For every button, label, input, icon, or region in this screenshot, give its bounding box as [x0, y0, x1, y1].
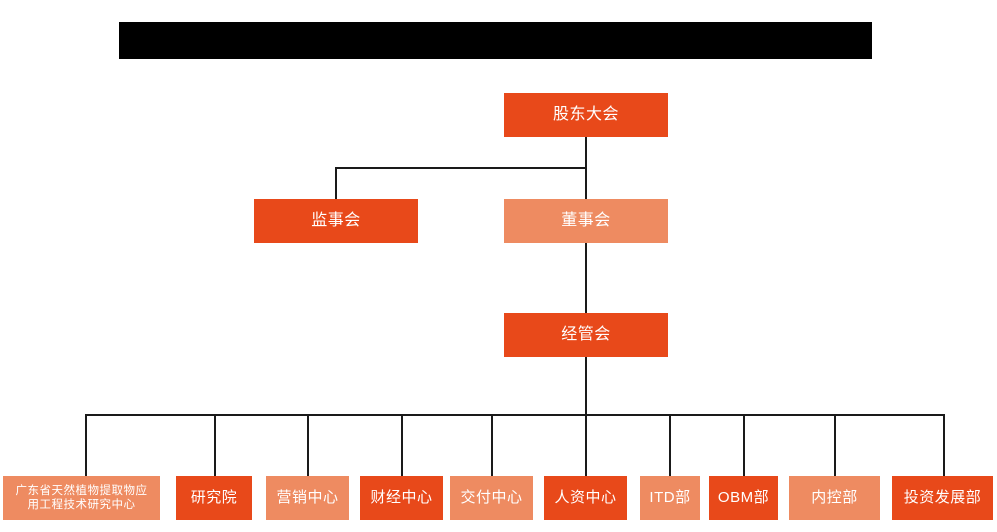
- connector-to-delivery-center: [491, 414, 493, 476]
- node-label: 经管会: [561, 326, 611, 343]
- connector-to-research-center: [85, 414, 87, 476]
- node-label-line1: 广东省天然植物提取物应: [15, 484, 148, 497]
- node-label: 董事会: [561, 212, 611, 229]
- connector-level4-bus: [85, 414, 944, 416]
- node-board-of-directors[interactable]: 董事会: [504, 199, 668, 243]
- node-label: OBM部: [717, 488, 770, 506]
- node-hr-center[interactable]: 人资中心: [544, 476, 627, 520]
- node-shareholders-meeting[interactable]: 股东大会: [504, 93, 668, 137]
- node-label: 投资发展部: [903, 488, 982, 506]
- node-board-of-supervisors[interactable]: 监事会: [254, 199, 418, 243]
- connector-to-hr-center: [585, 414, 587, 476]
- connector-directors-to-management: [585, 243, 587, 313]
- connector-level2-bus: [335, 167, 586, 169]
- node-research-institute[interactable]: 研究院: [176, 476, 252, 520]
- node-marketing-center[interactable]: 营销中心: [266, 476, 349, 520]
- node-label: 财经中心: [370, 488, 433, 506]
- node-label-line2: 用工程技术研究中心: [27, 499, 136, 511]
- connector-to-marketing-center: [307, 414, 309, 476]
- node-label: 内控部: [811, 488, 858, 506]
- node-research-center[interactable]: 广东省天然植物提取物应 用工程技术研究中心: [3, 476, 160, 520]
- connector-to-research-institute: [214, 414, 216, 476]
- connector-to-internal-control-dept: [834, 414, 836, 476]
- node-label-multiline: 广东省天然植物提取物应 用工程技术研究中心: [12, 484, 152, 513]
- connector-to-supervisors: [335, 167, 337, 199]
- node-label: ITD部: [649, 488, 691, 506]
- node-label: 股东大会: [552, 106, 619, 123]
- connector-to-directors: [585, 167, 587, 199]
- node-label: 监事会: [311, 212, 361, 229]
- node-finance-center[interactable]: 财经中心: [360, 476, 443, 520]
- node-investment-dev-dept[interactable]: 投资发展部: [892, 476, 993, 520]
- node-label: 交付中心: [460, 488, 523, 506]
- node-management-committee[interactable]: 经管会: [504, 313, 668, 357]
- connector-to-itd-dept: [669, 414, 671, 476]
- connector-to-obm-dept: [743, 414, 745, 476]
- node-label: 人资中心: [554, 488, 617, 506]
- connector-shareholders-down: [585, 137, 587, 168]
- redacted-title-bar: [119, 22, 872, 59]
- node-internal-control-dept[interactable]: 内控部: [789, 476, 880, 520]
- node-delivery-center[interactable]: 交付中心: [450, 476, 533, 520]
- node-obm-dept[interactable]: OBM部: [709, 476, 778, 520]
- node-label: 营销中心: [276, 488, 339, 506]
- connector-to-finance-center: [401, 414, 403, 476]
- node-itd-dept[interactable]: ITD部: [640, 476, 700, 520]
- node-label: 研究院: [190, 488, 238, 506]
- connector-management-down: [585, 357, 587, 415]
- connector-to-investment-dev-dept: [943, 414, 945, 476]
